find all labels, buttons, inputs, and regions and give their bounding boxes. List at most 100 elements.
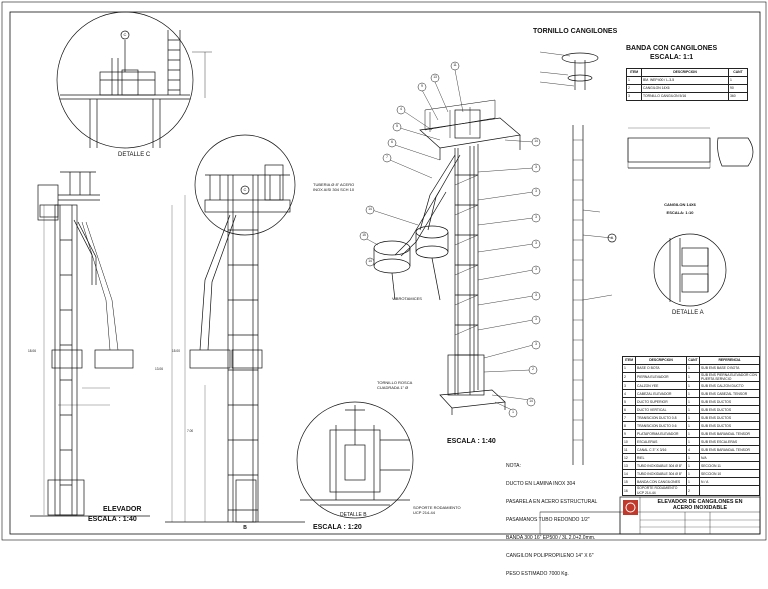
drawing-sheet: 11 13 9 4 5 6 7 14 3 3 3 3 3 3 3 3 2 14 … [1,1,767,577]
table-cell: 2 [626,84,642,93]
balloon-number: 14 [368,207,372,211]
table-cell: 1 [686,381,700,391]
table-cell: 7 [622,413,636,423]
detail-c-mark: C [243,187,247,192]
table-cell: SUB ENS CABEZAL TENSOR [699,389,760,399]
dimension-label: 13.06 [155,367,163,371]
table-cell: 5 [622,397,636,407]
table-header-cell: DESCRIPCION [635,356,687,365]
detail-a-mark: A [610,235,614,240]
table-cell: 1 [686,477,700,487]
detail-c-mark: C [123,32,127,37]
notes-heading: NOTA: [506,463,521,469]
balloon-number: 3 [535,293,537,297]
balloon-number: 9 [421,84,423,88]
table-cell: 1 [686,389,700,399]
table-cell: 6 [622,405,636,415]
banda-parts-table: ITEM DESCRIPCION CANT 1 BM. WEP400 / L-3… [626,68,748,101]
table-cell: CANGILON 14X6 [641,84,729,93]
elevador-scale: ESCALA : 1:40 [88,516,137,523]
table-cell: DUCTO VERTICAL [635,405,687,415]
table-cell: 1 [686,469,700,479]
table-header-cell: ITEM [622,356,636,365]
detail-b-mark: B [243,525,247,531]
table-cell: 14 [622,469,636,479]
table-header-cell: REFERENCIA [699,356,760,365]
table-cell: 2 [622,371,636,383]
balloon-number: 1 [512,410,514,414]
detail-a-drawing [653,233,727,307]
dimension-label: 18.06 [28,349,36,353]
table-cell: 1 [686,437,700,447]
table-cell: SUB ENS CALZON DUCTO [699,381,760,391]
cangilon-drawing [627,127,754,169]
table-cell: RIEL [635,453,687,463]
dimension-label: 15.00 [172,349,180,353]
tornillo-rosca-callout: TORNILLO ROSCA CUADRADA 1" Ø [377,380,413,390]
table-cell: PLATAFORMA ELEVADOR [635,429,687,439]
table-cell: 1 [686,421,700,431]
table-cell: SUB ENS DUCTOS [699,405,760,415]
table-cell: BASE O BOTA [635,364,687,373]
balloon-number: 3 [535,215,537,219]
table-cell: SUB ENS DUCTOS [699,413,760,423]
soporte-callout: SOPORTE RODAMIENTO UCP 214-44 [413,505,461,515]
table-header-row: ITEM DESCRIPCION CANT [626,68,748,77]
table-cell: 3 [622,381,636,391]
table-cell: 9 [622,429,636,439]
table-cell: 1 [626,76,642,85]
table-cell: SUB ENS BARANDAL TENSOR [699,445,760,455]
balloon-number: 7 [386,155,388,159]
table-cell: 360 [728,92,748,101]
table-cell: N/A [699,453,760,463]
table-cell: 1 [686,371,700,383]
table-cell: CALZON YEE [635,381,687,391]
table-cell: N / A [699,477,760,487]
table-cell: SUB ENS ESCALERAS [699,437,760,447]
detail-c-drawing [56,11,212,149]
notes-block: NOTA: DUCTO EN LAMINA INOX 304 PASARELA … [506,451,597,589]
balloon-number: 5 [396,124,398,128]
balloon-number: 14 [534,139,538,143]
table-cell: 2 [686,485,700,496]
table-cell: SUB ENS DUCTOS [699,397,760,407]
dimension-label: 7.00 [187,429,194,433]
balloon-number: 3 [535,317,537,321]
table-cell: 1 [686,364,700,373]
tornillo-title: TORNILLO CANGILONES [533,28,618,35]
balloon-leaders [364,69,534,411]
balloon-number: 11 [453,63,457,67]
balloon-number: 3 [535,267,537,271]
table-header-row: ITEM DESCRIPCION CANT REFERENCIA [622,356,760,365]
table-row: 1 BM. WEP400 / L-3-5 1 [626,76,748,85]
isometric-elevator [373,99,521,415]
banda-title: BANDA CON CANGILONES [626,45,718,52]
table-cell: SECCION 11 [699,461,760,471]
balloon-number: 3 [535,241,537,245]
table-cell: 1 [686,397,700,407]
table-cell: SUB ENS BARANDAL TENSOR [699,429,760,439]
table-row: 2 CANGILON 14X6 90 [626,84,748,93]
table-cell: BANDA CON CANGILONES [635,477,687,487]
banda-scale: ESCALA: 1:1 [650,54,694,61]
vibrotamices-callout: VIBROTAMICES [392,296,422,301]
table-cell: ESCALERAS [635,437,687,447]
detail-c-mark-balloon [240,185,250,195]
table-header-cell: CANT [728,68,748,77]
table-cell: 1 [686,429,700,439]
detail-a-mark-balloon [607,233,617,243]
table-cell: CABEZAL ELEVADOR [635,389,687,399]
table-cell: TRANSICION DUCTO 0.6 [635,421,687,431]
